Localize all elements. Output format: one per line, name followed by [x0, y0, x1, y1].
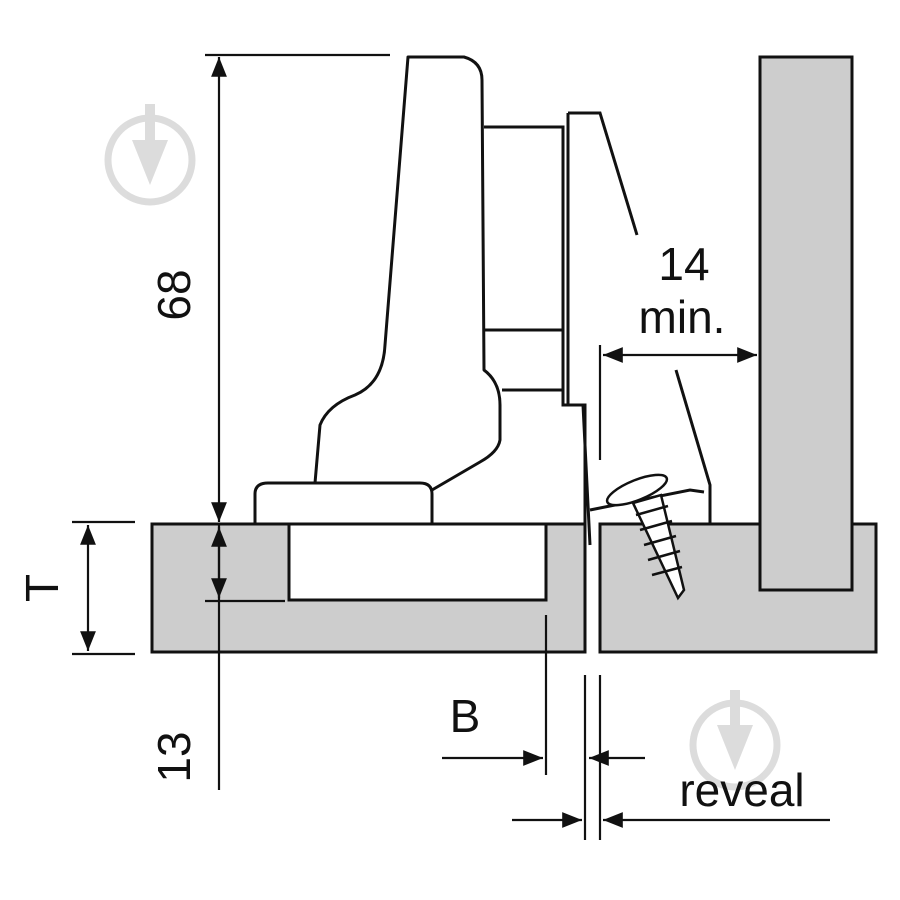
- label-min: min.: [639, 291, 726, 343]
- watermark-logo-icon: [689, 690, 781, 791]
- dimension-lines: [72, 53, 830, 840]
- label-T: T: [16, 574, 68, 602]
- mounting-bracket: [568, 111, 639, 236]
- watermark-logo-icon: [104, 104, 196, 206]
- mounting-bracket-lower: [566, 113, 592, 546]
- hinge-block: [484, 125, 587, 524]
- screw-icon: [605, 473, 686, 601]
- hinge-arm: [313, 55, 502, 492]
- hinge-base-plate: [253, 481, 434, 524]
- label-68: 68: [148, 269, 200, 320]
- cabinet-wall: [758, 55, 854, 592]
- hinge-cup-recess: [287, 522, 548, 602]
- label-B: B: [450, 690, 481, 742]
- mounting-plate: [674, 369, 712, 524]
- label-14: 14: [658, 238, 709, 290]
- label-13: 13: [148, 731, 200, 782]
- label-reveal: reveal: [679, 764, 804, 816]
